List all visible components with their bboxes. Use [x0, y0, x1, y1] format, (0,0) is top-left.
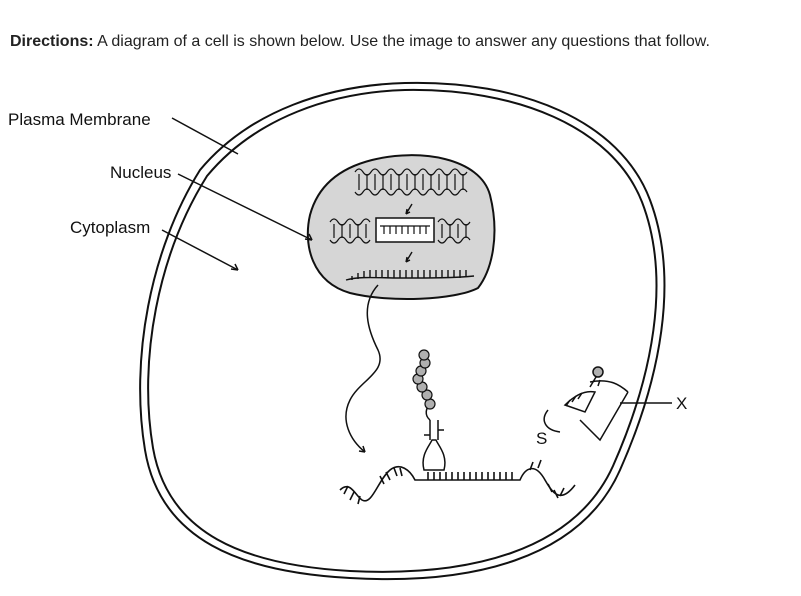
- dna-middle-helix: [329, 217, 471, 244]
- nucleus-label: Nucleus: [110, 163, 171, 182]
- directions-text: Directions: A diagram of a cell is shown…: [10, 32, 710, 52]
- plasma-membrane-inner: [147, 88, 658, 573]
- pointer-cytoplasm: [161, 229, 239, 271]
- mrna-nucleus: [345, 270, 475, 281]
- directions-body: A diagram of a cell is shown below. Use …: [93, 33, 710, 50]
- plasma-membrane-label: Plasma Membrane: [8, 110, 151, 129]
- mrna-cytoplasm: [339, 459, 576, 505]
- peptide-chain: [412, 349, 436, 410]
- plasma-membrane-outer: [139, 81, 666, 581]
- arrow-down-1: [405, 203, 413, 215]
- s-label: S: [536, 429, 547, 448]
- pointer-plasma-membrane: [171, 117, 239, 155]
- mrna-exit-arrow: [345, 284, 381, 453]
- mrna-exit-arrowhead: [358, 445, 366, 453]
- pointer-cytoplasm-head: [230, 263, 239, 271]
- pointer-nucleus: [177, 173, 313, 241]
- structure-x: [543, 366, 629, 442]
- x-label: X: [676, 394, 687, 413]
- dna-top-helix: [354, 168, 468, 196]
- cytoplasm-label: Cytoplasm: [70, 218, 150, 237]
- pointer-nucleus-head: [304, 233, 313, 241]
- directions-label: Directions:: [10, 33, 94, 50]
- arrow-down-2: [405, 251, 413, 263]
- trna-complex: [422, 403, 446, 471]
